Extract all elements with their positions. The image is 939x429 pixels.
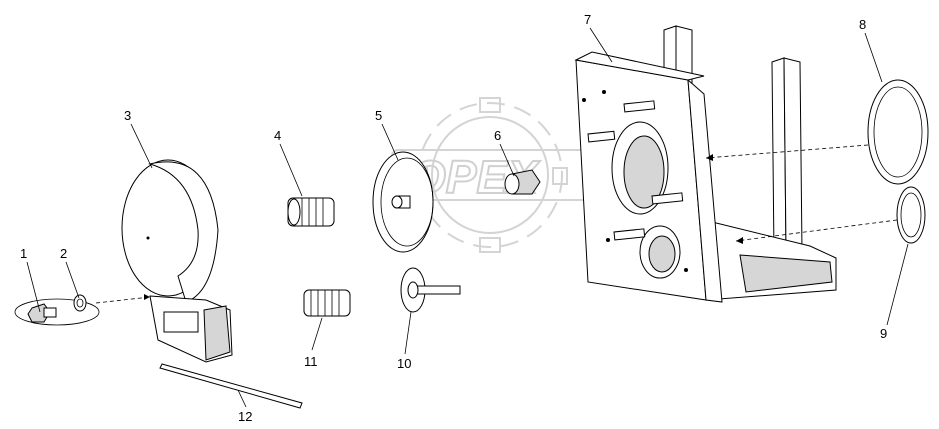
leader-lines bbox=[26, 27, 909, 408]
part-8-ring bbox=[867, 79, 929, 185]
callout-11: 11 bbox=[304, 354, 318, 369]
part-12-rod bbox=[159, 363, 303, 409]
parts-1-2-fasteners bbox=[14, 294, 151, 326]
callout-10: 10 bbox=[397, 356, 411, 371]
part-5-disc bbox=[372, 151, 434, 253]
callout-6: 6 bbox=[494, 128, 501, 143]
part-10-valve bbox=[400, 267, 461, 313]
callout-8: 8 bbox=[859, 17, 866, 32]
callout-7: 7 bbox=[584, 12, 591, 27]
part-11-spring bbox=[303, 289, 351, 317]
callout-12: 12 bbox=[238, 409, 252, 424]
callout-1: 1 bbox=[20, 246, 27, 261]
callout-4: 4 bbox=[274, 128, 281, 143]
callout-labels: 1 2 3 4 5 6 7 8 9 10 11 12 bbox=[20, 12, 887, 424]
callout-5: 5 bbox=[375, 108, 382, 123]
part-9-ring bbox=[896, 186, 926, 244]
part-7-frame bbox=[574, 25, 837, 303]
part-4-spring bbox=[287, 197, 335, 227]
callout-2: 2 bbox=[60, 246, 67, 261]
assembly-arrows bbox=[705, 144, 898, 244]
callout-9: 9 bbox=[880, 326, 887, 341]
part-6-plug bbox=[504, 169, 541, 195]
callout-3: 3 bbox=[124, 108, 131, 123]
part-3-cover bbox=[121, 159, 233, 363]
cover-hole-marker bbox=[146, 236, 150, 240]
